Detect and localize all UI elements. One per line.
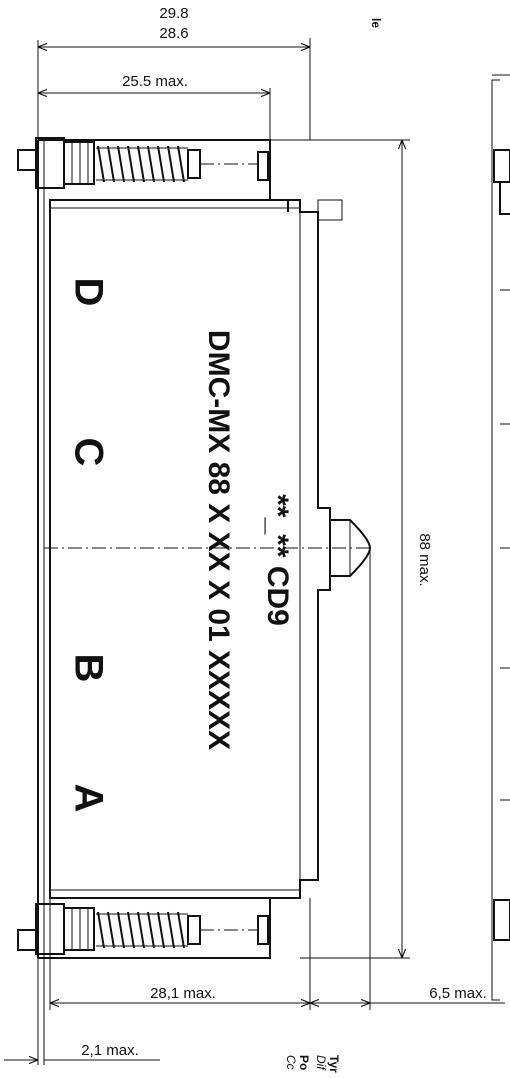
position-label-a: A [66,784,110,813]
footer-fragment-1b: Cc [284,1055,298,1070]
dim-25-5: 25.5 max. [122,73,188,90]
position-label-c: C [66,438,110,467]
dim-28-6: 28.6 [159,25,188,42]
position-labels: D C B A [66,278,110,813]
header-fragment: le [369,18,383,28]
dimension-offset: 2,1 max. [4,958,160,1065]
code-label: **_** CD9 [261,494,294,626]
position-label-d: D [66,278,110,307]
dimension-upper-width: 25.5 max. [37,73,271,140]
footer-fragment-2b: Dif [314,1055,328,1071]
dim-29-8: 29.8 [159,5,188,22]
dim-28-1: 28,1 max. [150,985,216,1002]
footer-fragment-1a: Po [297,1055,311,1070]
dimension-overall-width: 29.8 28.6 [37,5,311,140]
dim-88: 88 max. [416,533,433,586]
top-screw [17,137,269,189]
part-number: DMC-MX 88 X XX X 01 XXXXX [202,330,235,750]
bottom-screw [17,903,269,955]
dimension-side-depth: 6,5 max. [310,985,505,1003]
dimension-body-width: 28,1 max. [49,898,311,1010]
position-label-b: B [66,654,110,683]
dim-2-1: 2,1 max. [81,1042,139,1059]
side-view [491,74,510,1001]
dimension-height: 88 max. [270,139,433,959]
footer-fragments: Po Cc Tyr Dif [284,1055,341,1073]
footer-fragment-2a: Tyr [327,1055,341,1073]
dim-6-5: 6,5 max. [429,985,487,1002]
